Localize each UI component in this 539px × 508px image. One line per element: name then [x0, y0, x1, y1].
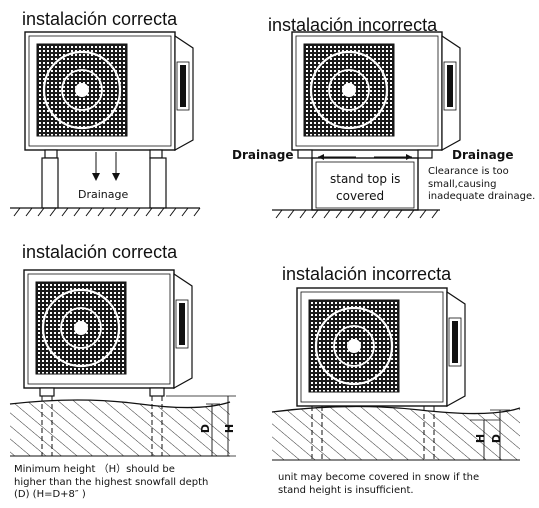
drainage-label-left: Drainage — [232, 148, 294, 162]
title-bottom-left: instalación correcta — [22, 242, 178, 262]
panel-bottom-right-art — [271, 286, 521, 461]
snow-height-note: Minimum height （H）should be higher than … — [14, 464, 209, 500]
stand-note-line1: stand top is — [330, 172, 401, 186]
panel-top-left-art — [10, 30, 201, 217]
title-bottom-right: instalación incorrecta — [282, 264, 452, 284]
stand-note-line2: covered — [336, 189, 385, 203]
title-top-left: instalación correcta — [22, 9, 178, 29]
drainage-label-right: Drainage — [452, 148, 514, 162]
clearance-note: Clearance is too small,causing inadequat… — [428, 166, 536, 202]
panel-top-right-art — [272, 30, 462, 219]
dim-h-label: H — [223, 423, 237, 434]
panel-bottom-left-art — [9, 268, 236, 457]
dim-d-label-right: D — [490, 433, 504, 444]
snow-cover-note: unit may become covered in snow if the s… — [278, 472, 480, 496]
dim-h-label-right: H — [474, 433, 488, 444]
drainage-label: Drainage — [78, 188, 129, 201]
dim-d-label: D — [199, 423, 213, 434]
title-top-right: instalación incorrecta — [268, 15, 438, 35]
